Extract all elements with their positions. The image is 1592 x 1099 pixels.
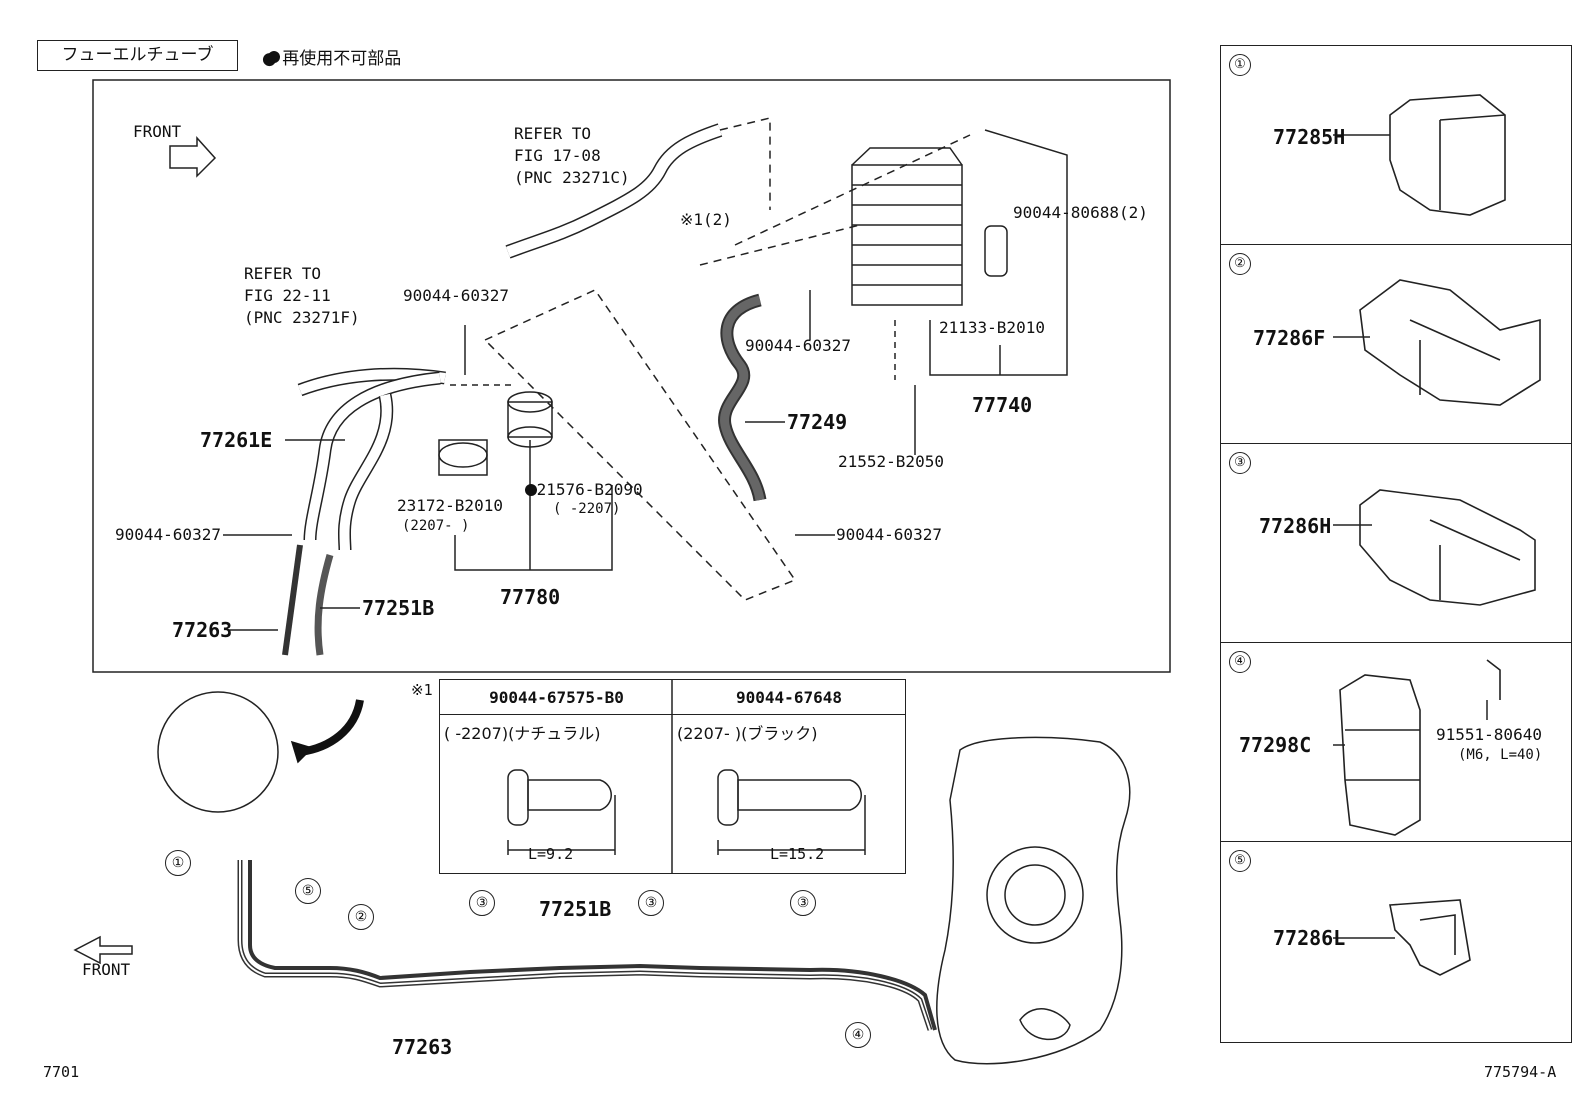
page-number-right: 775794-A: [1484, 1063, 1557, 1081]
clip-detail-number: ④: [1229, 651, 1251, 673]
clip-col1-sub: ( -2207)(ナチュラル): [444, 724, 601, 743]
clip-table: 90044-67575-B0 90044-67648 ( -2207)(ナチュラ…: [439, 679, 906, 874]
clip-detail-bolt: 91551-80640: [1436, 725, 1542, 744]
clip-detail-part: 77298C: [1239, 733, 1312, 757]
diagram-title: フューエルチューブ: [37, 40, 238, 71]
marker-3a: ③: [469, 890, 495, 916]
clip-detail-3: ③ 77286H: [1221, 444, 1571, 643]
marker-2: ②: [348, 904, 374, 930]
clip-detail-1: ① 77285H: [1221, 46, 1571, 245]
part-90044-60327-a: 90044-60327: [403, 286, 509, 305]
marker-3b: ③: [638, 890, 664, 916]
part-77249: 77249: [787, 410, 848, 434]
clip-detail-5: ⑤ 77286L: [1221, 842, 1571, 1041]
part-23172-b2010: 23172-B2010: [397, 496, 503, 515]
clip-detail-number: ②: [1229, 253, 1251, 275]
part-77263-top: 77263: [172, 618, 233, 642]
part-90044-60327-d: 90044-60327: [836, 525, 942, 544]
part-77251b-bottom: 77251B: [539, 897, 612, 921]
clip-detail-part: 77286F: [1253, 326, 1326, 350]
page-number-left: 7701: [43, 1063, 80, 1081]
part-21133-b2010: 21133-B2010: [939, 318, 1045, 337]
part-77780: 77780: [500, 585, 561, 609]
front-label-top: FRONT: [133, 122, 182, 141]
refer2-line3: (PNC 23271F): [244, 308, 360, 327]
marker-1: ①: [165, 850, 191, 876]
clip-detail-part: 77286L: [1273, 926, 1346, 950]
part-77251b-top: 77251B: [362, 596, 435, 620]
marker-5: ⑤: [295, 878, 321, 904]
clip-detail-panel: ① 77285H ② 77286F ③ 77286H ④ 77298C 9155…: [1220, 45, 1572, 1043]
clip-detail-number: ①: [1229, 54, 1251, 76]
legend-nonreusable: ● 再使用不可部品: [262, 49, 402, 69]
refer1-line2: FIG 17-08: [514, 146, 601, 165]
clip-detail-part: 77286H: [1259, 514, 1332, 538]
star-ref: ※1: [411, 681, 433, 699]
marker-3c: ③: [790, 890, 816, 916]
part-23172-range: (2207- ): [402, 518, 470, 534]
clip-detail-number: ⑤: [1229, 850, 1251, 872]
clip-detail-number: ③: [1229, 452, 1251, 474]
note-star-1: ※1(2): [680, 210, 732, 229]
front-label-bottom: FRONT: [82, 960, 131, 979]
part-90044-60327-c: 90044-60327: [115, 525, 221, 544]
clip-detail-4: ④ 77298C 91551-80640 (M6, L=40): [1221, 643, 1571, 842]
clip-col2-header: 90044-67648: [673, 680, 905, 715]
part-77261e: 77261E: [200, 428, 273, 452]
part-21576-range: ( -2207): [553, 501, 621, 517]
part-77740: 77740: [972, 393, 1033, 417]
refer1-line3: (PNC 23271C): [514, 168, 630, 187]
clip-col2-sub: (2207- )(ブラック): [677, 724, 818, 743]
clip-col2-length: L=15.2: [770, 845, 825, 863]
marker-4: ④: [845, 1022, 871, 1048]
part-90044-60327-b: 90044-60327: [745, 336, 851, 355]
clip-detail-bolt-spec: (M6, L=40): [1458, 747, 1543, 763]
clip-detail-part: 77285H: [1273, 125, 1346, 149]
clip-col1-header: 90044-67575-B0: [440, 680, 673, 715]
part-77263-bottom: 77263: [392, 1035, 453, 1059]
clip-col1-length: L=9.2: [528, 845, 574, 863]
refer2-line2: FIG 22-11: [244, 286, 331, 305]
part-21552-b2050: 21552-B2050: [838, 452, 944, 471]
clip-detail-2: ② 77286F: [1221, 245, 1571, 444]
refer1-line1: REFER TO: [514, 124, 592, 143]
main-frame: [92, 79, 1171, 673]
part-21576-b2090: ●21576-B2090: [527, 480, 643, 499]
part-90044-80688: 90044-80688(2): [1013, 203, 1148, 222]
refer2-line1: REFER TO: [244, 264, 322, 283]
